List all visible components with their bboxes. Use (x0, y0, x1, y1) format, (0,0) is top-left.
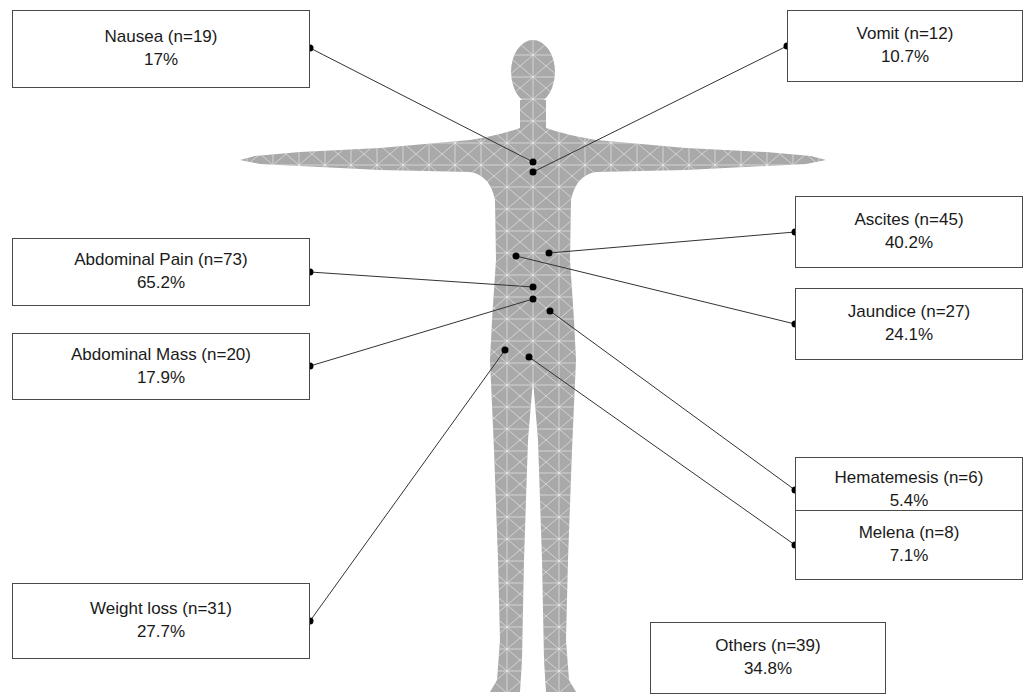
symptom-box: Abdominal Mass (n=20)17.9% (12, 333, 310, 400)
symptom-percent: 10.7% (881, 46, 929, 69)
symptom-percent: 17% (144, 49, 178, 72)
symptom-count: Abdominal Mass (n=20) (71, 344, 251, 367)
symptom-percent: 65.2% (137, 272, 185, 295)
symptom-count: Jaundice (n=27) (848, 301, 970, 324)
symptom-box: Vomit (n=12)10.7% (787, 10, 1023, 82)
symptom-count: Hematemesis (n=6) (835, 467, 984, 490)
symptom-box: Nausea (n=19)17% (12, 10, 310, 88)
symptom-count: Ascites (n=45) (854, 209, 963, 232)
symptom-box: Others (n=39)34.8% (650, 622, 886, 694)
symptom-box: Abdominal Pain (n=73)65.2% (12, 238, 310, 306)
symptom-count: Vomit (n=12) (857, 23, 954, 46)
human-silhouette (220, 30, 850, 700)
symptom-percent: 24.1% (885, 324, 933, 347)
symptom-percent: 34.8% (744, 658, 792, 681)
symptom-percent: 40.2% (885, 232, 933, 255)
symptom-percent: 7.1% (890, 545, 929, 568)
symptom-count: Weight loss (n=31) (90, 598, 232, 621)
symptom-box: Weight loss (n=31)27.7% (12, 583, 310, 659)
symptom-count: Abdominal Pain (n=73) (74, 249, 247, 272)
symptom-count: Nausea (n=19) (105, 26, 218, 49)
symptom-count: Melena (n=8) (859, 522, 960, 545)
symptom-box: Melena (n=8)7.1% (795, 510, 1023, 580)
leader-lines (310, 46, 795, 621)
symptom-box: Ascites (n=45)40.2% (795, 196, 1023, 268)
symptom-percent: 17.9% (137, 367, 185, 390)
leader-dots (307, 43, 799, 625)
symptom-percent: 27.7% (137, 621, 185, 644)
symptom-box: Jaundice (n=27)24.1% (795, 288, 1023, 360)
symptom-count: Others (n=39) (715, 635, 820, 658)
